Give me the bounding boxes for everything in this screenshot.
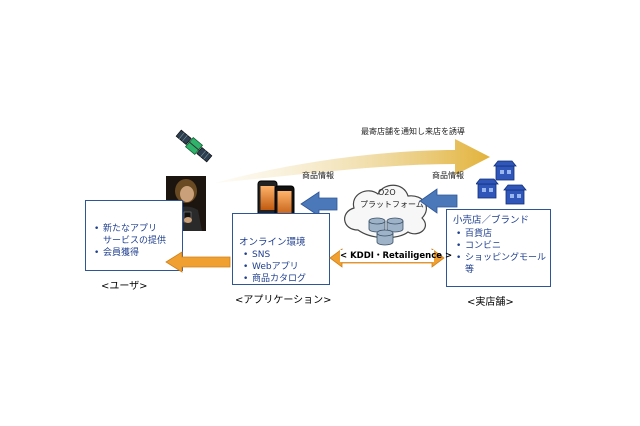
store-caption: <実店舗>	[467, 297, 514, 308]
user-box: 新たなアプリ サービスの提供 会員獲得	[85, 200, 183, 271]
satellite-icon	[175, 129, 213, 163]
store-guidance-label: 最寄店舗を通知し来店を誘導	[361, 127, 465, 136]
user-item: 新たなアプリ	[94, 223, 166, 235]
store-item: 百貨店	[456, 228, 549, 240]
app-heading: オンライン環境	[239, 237, 306, 248]
app-box: オンライン環境 SNS Webアプリ 商品カタログ	[232, 213, 330, 285]
app-item: SNS	[243, 249, 306, 261]
store-icon	[476, 160, 527, 205]
app-item: Webアプリ	[243, 261, 306, 273]
store-item: コンビニ	[456, 240, 549, 252]
product-info-label-left: 商品情報	[302, 171, 334, 180]
platform-name: < KDDI・Retailigence >	[340, 250, 453, 262]
user-item: 会員獲得	[94, 247, 166, 259]
store-item: ショッピングモール等	[456, 252, 549, 276]
database-icon	[368, 217, 404, 246]
cloud-title: O2O	[378, 188, 396, 197]
store-box: 小売店／ブランド 百貨店 コンビニ ショッピングモール等	[446, 209, 551, 287]
cloud-subtitle: プラットフォーム	[360, 200, 424, 209]
user-item: サービスの提供	[103, 236, 167, 246]
app-caption: <アプリケーション>	[235, 295, 332, 306]
app-item: 商品カタログ	[243, 273, 306, 285]
user-caption: <ユーザ>	[101, 281, 148, 292]
product-info-label-right: 商品情報	[432, 171, 464, 180]
cloud-icon	[344, 184, 427, 239]
store-heading: 小売店／ブランド	[453, 215, 530, 226]
